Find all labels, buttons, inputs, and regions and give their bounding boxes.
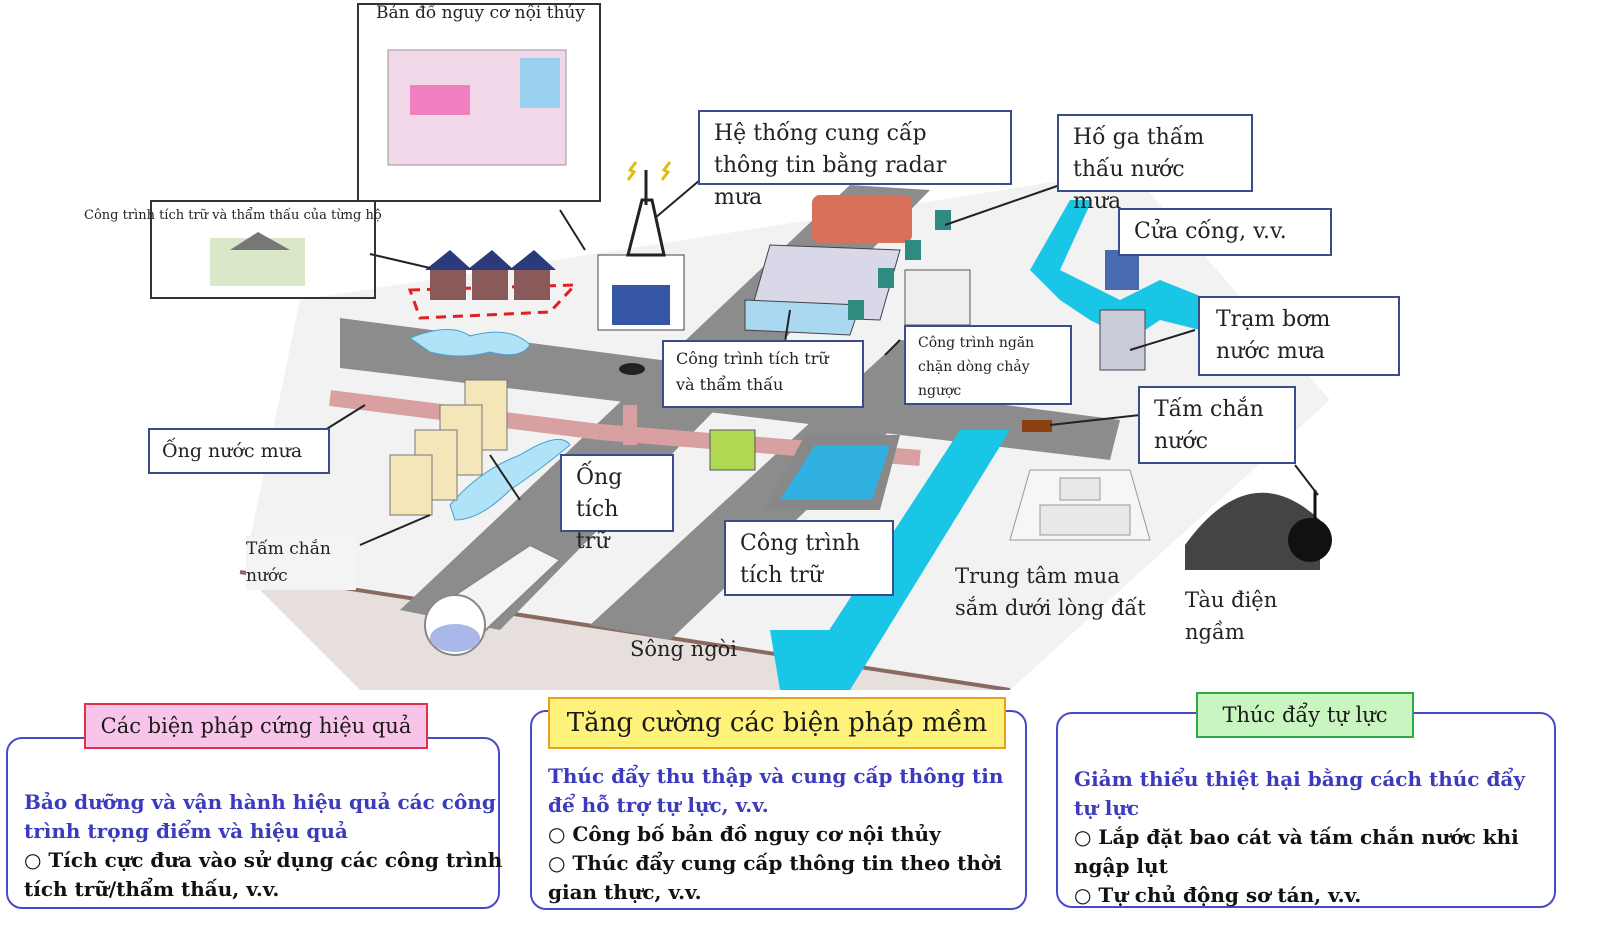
panel-self-help-body: Giảm thiểu thiệt hại bằng cách thúc đẩy … <box>1074 765 1554 910</box>
storage-infiltration-callout: Công trình tích trữ và thẩm thấu <box>662 340 864 408</box>
bus <box>709 429 756 471</box>
panel-hard-measures-bullet-1: ○ Tích cực đưa vào sử dụng các công trìn… <box>24 848 503 901</box>
panel-soft-measures-bullet-2: ○ Thúc đẩy cung cấp thông tin theo thời … <box>548 851 1002 904</box>
underground-mall-label: Trung tâm mua sắm dưới lòng đất <box>955 564 1146 620</box>
radar-tower <box>597 161 685 331</box>
flood-puddle-left <box>408 328 531 357</box>
apartment-blocks <box>389 379 508 516</box>
infiltration-callout: Hố ga thấm thấu nước mưa <box>1057 114 1253 214</box>
sluice-gate <box>1105 250 1139 290</box>
hazard-map-label: Bản đồ nguy cơ nội thủy <box>376 3 585 23</box>
household-label: Công trình tích trữ và thẩm thấu của từn… <box>84 208 382 223</box>
water-barrier-right-callout: Tấm chắn nước <box>1138 386 1296 464</box>
flood-puddle-street <box>449 438 571 521</box>
infiltration-wells <box>848 210 951 320</box>
radar-callout: Hệ thống cung cấp thông tin bằng radar m… <box>698 110 1012 210</box>
panel-soft-measures-lead: Thúc đẩy thu thập và cung cấp thông tin … <box>548 764 1004 817</box>
river-canal <box>790 430 1010 690</box>
rain-pipe-callout: Ống nước mưa <box>148 428 330 474</box>
storage-facility <box>765 435 900 510</box>
storage-facility-callout: Công trình tích trữ <box>724 520 894 596</box>
panel-self-help-bullet-1: ○ Lắp đặt bao cát và tấm chắn nước khi n… <box>1074 825 1519 878</box>
river-label: Sông ngòi <box>630 637 737 661</box>
panel-hard-measures-body: Bảo dưỡng và vận hành hiệu quả các công … <box>24 788 514 904</box>
panel-self-help-title: Thúc đẩy tự lực <box>1196 692 1414 738</box>
households <box>407 250 579 320</box>
panel-hard-measures-lead: Bảo dưỡng và vận hành hiệu quả các công … <box>24 790 496 843</box>
river-upstream <box>1030 200 1210 340</box>
panel-self-help <box>1056 712 1556 908</box>
subway-label: Tàu điện ngầm <box>1185 588 1278 644</box>
building-backflow <box>904 269 971 326</box>
panel-hard-measures-title: Các biện pháp cứng hiệu quả <box>84 703 428 749</box>
household-frame <box>150 200 376 299</box>
panel-soft-measures-title: Tăng cường các biện pháp mềm <box>548 697 1006 749</box>
storage-pipe-callout: Ống tích trữ <box>560 454 674 554</box>
panel-soft-measures-bullet-1: ○ Công bố bản đồ nguy cơ nội thủy <box>548 822 941 846</box>
panel-self-help-bullet-2: ○ Tự chủ động sơ tán, v.v. <box>1074 883 1362 907</box>
pump-callout: Trạm bơm nước mưa <box>1198 296 1400 376</box>
sluice-callout: Cửa cống, v.v. <box>1118 208 1332 256</box>
panel-self-help-lead: Giảm thiểu thiệt hại bằng cách thúc đẩy … <box>1074 767 1526 820</box>
backflow-callout: Công trình ngăn chặn dòng chảy ngược <box>904 325 1072 405</box>
water-barrier-left-label: Tấm chắn nước <box>246 536 356 590</box>
panel-soft-measures-body: Thúc đẩy thu thập và cung cấp thông tin … <box>548 762 1018 907</box>
underground-mall <box>1009 469 1151 541</box>
manhole <box>619 363 645 375</box>
subway-tunnel <box>1185 490 1332 570</box>
hazard-map-frame <box>357 3 601 202</box>
pump-station <box>1099 309 1146 371</box>
